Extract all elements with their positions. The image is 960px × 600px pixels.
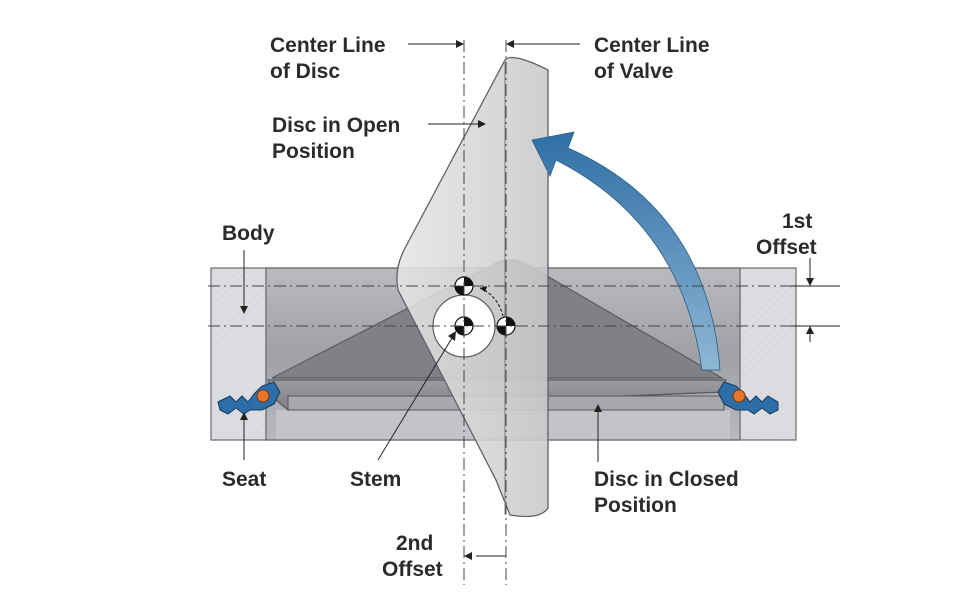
label-body: Body xyxy=(222,222,275,245)
center-lines xyxy=(208,40,840,585)
body-right-wall xyxy=(739,267,797,441)
label-1st-offset: 1st Offset xyxy=(756,210,818,259)
rotation-arrow xyxy=(531,131,721,371)
leader-lines xyxy=(240,40,840,560)
label-center-line-of-valve: Center Line of Valve xyxy=(594,34,715,83)
seat-left xyxy=(217,381,281,415)
label-2nd-offset: 2nd Offset xyxy=(382,532,443,581)
labels: Center Line of Disc Center Line of Valve… xyxy=(222,34,818,581)
label-disc-in-open-position: Disc in Open Position xyxy=(272,114,406,163)
label-stem: Stem xyxy=(350,468,401,491)
label-seat: Seat xyxy=(222,468,266,491)
label-disc-in-closed-position: Disc in Closed Position xyxy=(594,468,745,517)
label-center-line-of-disc: Center Line of Disc xyxy=(270,34,391,83)
body-left-wall xyxy=(210,267,267,441)
seat-right xyxy=(717,381,779,415)
